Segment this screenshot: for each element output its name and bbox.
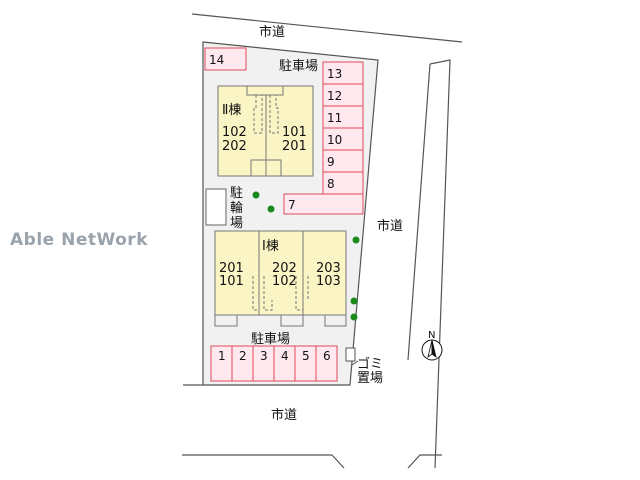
compass: N (421, 330, 443, 361)
building-1-porch-2 (280, 314, 304, 327)
building-2-stair-left (253, 95, 263, 134)
bicycle-parking-char-3: 場 (230, 216, 243, 231)
building-1-stair-2 (263, 276, 273, 311)
parking-spot-9-label: 9 (327, 155, 335, 169)
parking-spot-1-label: 1 (218, 349, 226, 363)
bottom-road-corner-right (407, 454, 442, 469)
parking-spot-13-label: 13 (327, 67, 342, 81)
parking-bottom-label: 駐車場 (251, 332, 290, 347)
building-1-unit-201: 201 (219, 261, 244, 276)
building-1-stair-1 (252, 276, 259, 311)
tree-dot (352, 236, 360, 244)
parking-spot-7 (283, 193, 364, 215)
parking-spot-7-label: 7 (288, 198, 296, 212)
tree-dot (267, 205, 275, 213)
tree-dot (350, 313, 358, 321)
road-label-top: 市道 (259, 24, 285, 40)
parking-spot-12-label: 12 (327, 89, 342, 103)
parking-spot-10-label: 10 (327, 133, 342, 147)
parking-spot-3-label: 3 (260, 349, 268, 363)
building-1-unit-103: 103 (316, 274, 341, 289)
parking-spot-6 (315, 345, 338, 382)
parking-spot-6-label: 6 (323, 349, 331, 363)
building-2-unit-201: 201 (282, 139, 307, 154)
building-1-stair-3 (295, 276, 303, 311)
parking-bottom: 1 2 3 4 5 6 駐車場 (210, 332, 338, 382)
parking-spot-2-label: 2 (239, 349, 247, 363)
building-2-unit-101: 101 (282, 125, 307, 140)
building-2-name: Ⅱ棟 (222, 103, 241, 118)
building-1-unit-101: 101 (219, 274, 244, 289)
right-road-inner-line (407, 63, 431, 361)
building-2-unit-202: 202 (222, 139, 247, 154)
garbage-label-line-2: 置場 (357, 371, 383, 386)
bottom-road-corner-left (331, 454, 345, 469)
top-road-line (191, 13, 463, 43)
parking-spot-14 (204, 47, 247, 71)
watermark: Able NetWork (10, 230, 148, 250)
bicycle-parking-char-2: 輪 (230, 200, 243, 216)
parking-top-label: 駐車場 (279, 59, 318, 74)
garbage-box (345, 347, 356, 362)
tree-dot (350, 297, 358, 305)
building-1: Ⅰ棟 201 101 202 102 203 103 (214, 230, 347, 327)
building-2-unit-102: 102 (222, 125, 247, 140)
road-label-bottom: 市道 (271, 407, 297, 423)
parking-spot-4-label: 4 (281, 349, 289, 363)
building-1-unit-102: 102 (272, 274, 297, 289)
parking-spot-8-label: 8 (327, 177, 335, 191)
compass-north-label: N (428, 330, 435, 341)
building-2-stair-right (269, 95, 279, 134)
garbage-label-line-1: ゴミ (357, 356, 383, 372)
right-road-line (429, 59, 451, 469)
parking-spot-5-label: 5 (302, 349, 310, 363)
building-2: Ⅱ棟 102 202 101 201 (217, 85, 314, 177)
parking-top: 14 13 12 11 10 9 8 7 駐車場 (204, 47, 364, 215)
road-label-right: 市道 (377, 218, 403, 234)
tree-dot (252, 191, 260, 199)
building-1-unit-202: 202 (272, 261, 297, 276)
bicycle-parking-char-1: 駐 (230, 186, 243, 201)
building-1-body (214, 230, 347, 316)
parking-spot-14-label: 14 (209, 53, 224, 67)
building-1-porch-1 (214, 314, 238, 327)
parking-spot-11-label: 11 (327, 111, 342, 125)
building-1-name: Ⅰ棟 (262, 239, 279, 254)
north-arrow-icon (431, 339, 437, 358)
building-1-unit-203: 203 (316, 261, 341, 276)
building-2-notch (246, 85, 284, 96)
building-1-porch-3 (324, 314, 347, 327)
bicycle-parking-shed (205, 188, 227, 226)
